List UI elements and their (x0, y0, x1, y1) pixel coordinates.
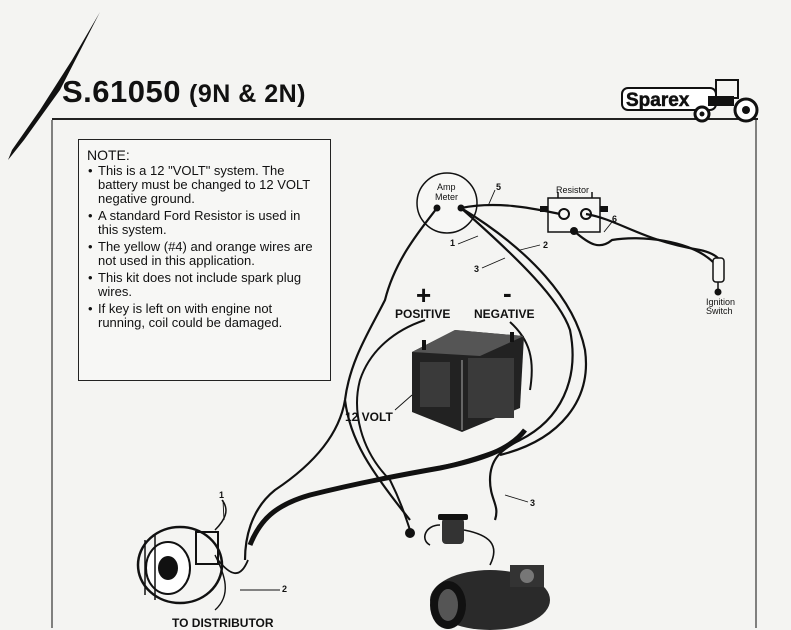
model-range: (9N & 2N) (189, 80, 307, 108)
battery-voltage-label: 12 VOLT (345, 410, 393, 424)
to-distributor-label: TO DISTRIBUTOR (172, 616, 274, 630)
resistor-icon (540, 192, 608, 235)
note-item: This kit does not include spark plug wir… (87, 271, 322, 299)
distributor-icon (430, 565, 550, 630)
wire-number-2-alternator: 2 (282, 584, 288, 594)
wire-number-1: 1 (450, 238, 456, 248)
logo-text: Sparex (626, 90, 690, 111)
battery-cables (356, 319, 533, 538)
amp-meter-label-line1: Amp (437, 182, 456, 192)
ignition-switch-label-line2: Switch (706, 306, 733, 316)
ignition-coil-icon (424, 514, 495, 566)
negative-sign: - (503, 278, 512, 308)
wire-number-2: 2 (543, 240, 549, 250)
positive-label: POSITIVE (395, 307, 451, 321)
title-rule (52, 118, 758, 120)
ignition-switch-icon (712, 257, 725, 296)
negative-label: NEGATIVE (474, 307, 535, 321)
amp-meter-label-line2: Meter (435, 192, 459, 202)
ignition-switch-label-line1: Ignition (706, 297, 736, 307)
note-heading: NOTE: (87, 147, 130, 163)
wire-number-1-alternator: 1 (219, 490, 225, 500)
note-item: This is a 12 "VOLT" system. The battery … (87, 164, 322, 206)
positive-sign: + (416, 280, 432, 310)
sparex-logo: Sparex (621, 79, 759, 123)
main-cable-bundle (247, 428, 527, 546)
tractor-icon (693, 79, 759, 123)
page-title: S.61050 (9N & 2N) (62, 74, 306, 110)
wire-number-3: 3 (474, 264, 480, 274)
note-box: NOTE: This is a 12 "VOLT" system. The ba… (78, 139, 331, 381)
note-item: If key is left on with engine not runnin… (87, 302, 322, 330)
battery-icon (412, 330, 524, 432)
part-number: S.61050 (62, 74, 181, 109)
note-item: The yellow (#4) and orange wires are not… (87, 240, 322, 268)
note-list: This is a 12 "VOLT" system. The battery … (87, 164, 322, 330)
note-item: A standard Ford Resistor is used in this… (87, 209, 322, 237)
leader-lines (222, 189, 613, 591)
wire-number-6: 6 (612, 214, 618, 224)
alternator-icon (136, 499, 249, 611)
wire-number-3-coil: 3 (530, 498, 536, 508)
resistor-label: Resistor (556, 185, 590, 195)
wire-number-5: 5 (496, 182, 502, 192)
